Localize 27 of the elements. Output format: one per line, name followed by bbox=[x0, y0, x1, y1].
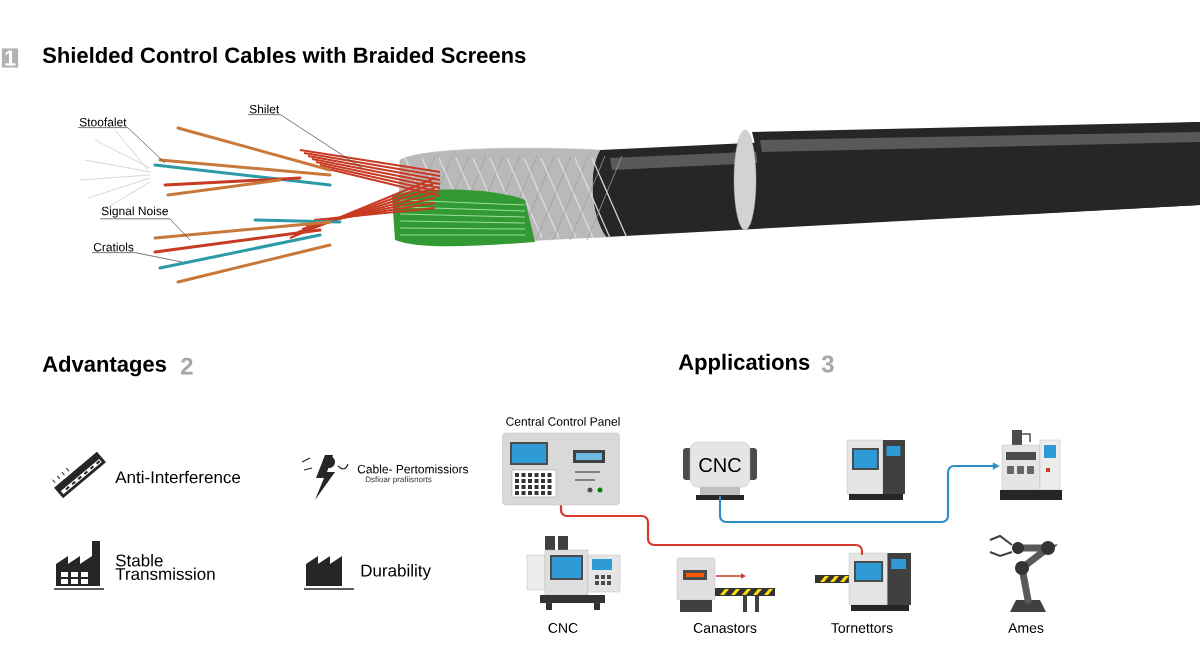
advantage-label: Durability bbox=[361, 564, 431, 580]
callout-label: Cratiols bbox=[93, 242, 134, 252]
machine-label: Tornettors bbox=[831, 623, 893, 633]
machine-label: CNC bbox=[548, 623, 578, 633]
cnc-machine: CNC bbox=[683, 441, 757, 500]
section-number: 3 bbox=[821, 355, 834, 373]
panel-label: Central Control Panel bbox=[506, 417, 620, 426]
section-heading: Applications bbox=[678, 353, 810, 375]
leader-line bbox=[99, 218, 191, 241]
leader-line bbox=[77, 127, 166, 164]
advantage-label: Cable- Pertomissiors bbox=[357, 464, 469, 474]
advantage-label: Anti-Interference bbox=[115, 470, 241, 484]
title: Shielded Control Cables with Braided Screens bbox=[42, 46, 526, 64]
leader-line bbox=[91, 252, 183, 263]
section-heading: Advantages bbox=[42, 355, 166, 377]
callout-label: Signal Noise bbox=[101, 206, 168, 218]
machine-drawing bbox=[846, 439, 905, 500]
section-number: 1 bbox=[1, 48, 19, 68]
machine-drawing bbox=[1000, 430, 1062, 500]
machine-label: Canastors bbox=[693, 623, 757, 633]
leader-line bbox=[247, 114, 363, 169]
callout-label: Shilet bbox=[249, 104, 280, 114]
advantage-label: Dsfioar prafiisnorts bbox=[365, 476, 432, 484]
advantage-label: Stable Transmission bbox=[115, 554, 215, 580]
section-number: 2 bbox=[181, 357, 193, 375]
machine-label: Ames bbox=[1008, 623, 1044, 633]
callout-label: Stoofalet bbox=[79, 117, 127, 127]
